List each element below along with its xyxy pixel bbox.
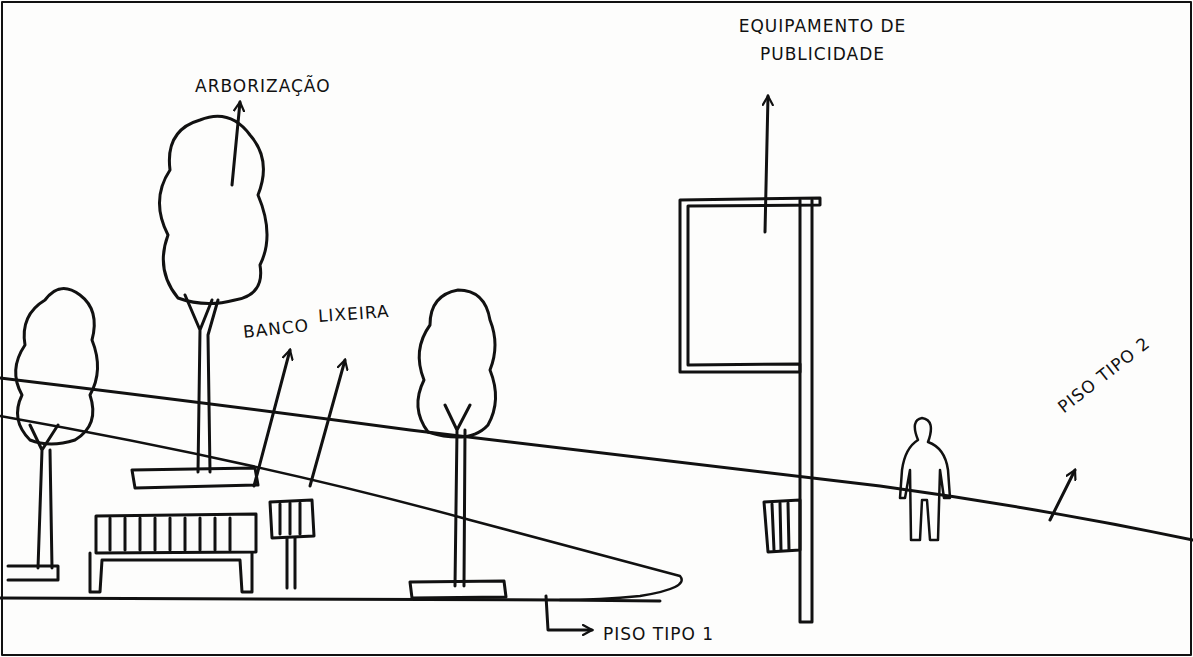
tree [410,290,506,598]
tree [132,116,267,488]
paving-edge [0,416,682,600]
trash-bin [270,500,314,588]
trash-bin [764,500,800,552]
leader-arrow [1050,470,1075,520]
bench [90,514,256,592]
leader-arrow [546,596,592,630]
billboard [680,198,820,622]
part-label: PISO TIPO 2 [1051,306,1186,420]
leader-arrow [765,96,768,232]
part-label: PISO TIPO 1 [603,620,783,648]
tree [8,289,98,580]
part-label: LIXEIRA [317,295,419,330]
leader-arrow [254,350,290,486]
leader-arrow [232,102,240,185]
person-figure [900,418,950,540]
part-label: EQUIPAMENTO DE PUBLICIDADE [735,12,910,68]
part-label: ARBORIZAÇÃO [195,72,365,100]
ground-line [0,598,660,601]
leader-arrow [310,360,345,486]
